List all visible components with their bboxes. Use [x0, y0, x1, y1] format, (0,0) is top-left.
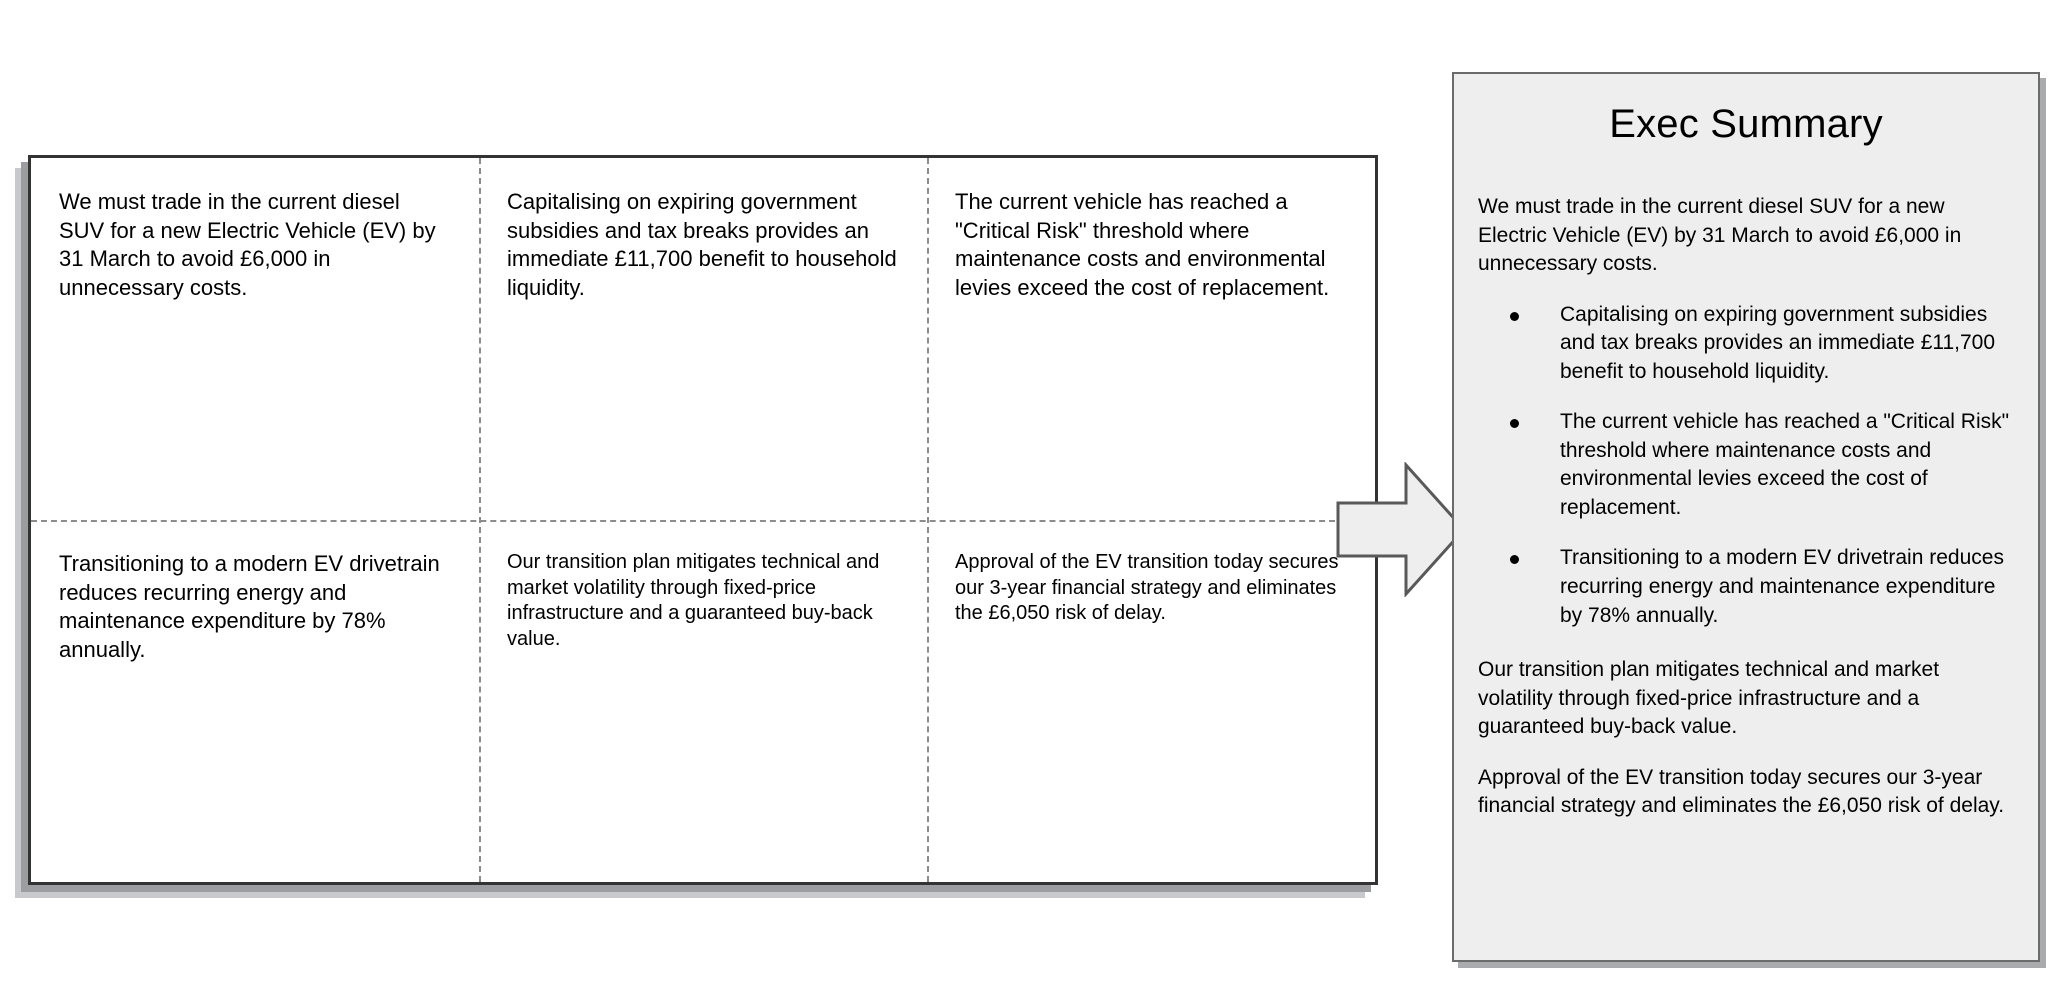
- storyboard-cell-r1c3[interactable]: The current vehicle has reached a "Criti…: [927, 158, 1375, 520]
- storyboard-grid[interactable]: We must trade in the current diesel SUV …: [28, 155, 1378, 885]
- storyboard-grid-stack: We must trade in the current diesel SUV …: [15, 155, 1378, 898]
- storyboard-cell-r1c2[interactable]: Capitalising on expiring government subs…: [479, 158, 927, 520]
- list-item-text: Transitioning to a modern EV drivetrain …: [1560, 546, 2004, 627]
- storyboard-grid-cells: We must trade in the current diesel SUV …: [31, 158, 1375, 882]
- storyboard-cell-r1c1[interactable]: We must trade in the current diesel SUV …: [31, 158, 479, 520]
- storyboard-cell-text: The current vehicle has reached a "Criti…: [955, 189, 1330, 300]
- storyboard-cell-r2c1[interactable]: Transitioning to a modern EV drivetrain …: [31, 520, 479, 882]
- summary-paragraph-2: Approval of the EV transition today secu…: [1478, 765, 2005, 818]
- storyboard-cell-r2c3[interactable]: Approval of the EV transition today secu…: [927, 520, 1375, 882]
- storyboard-cell-text: Transitioning to a modern EV drivetrain …: [59, 551, 440, 662]
- storyboard-cell-r2c2[interactable]: Our transition plan mitigates technical …: [479, 520, 927, 882]
- storyboard-cell-text: Approval of the EV transition today secu…: [955, 551, 1339, 625]
- bullet-dot-icon: [1510, 311, 1519, 321]
- summary-intro-paragraph: We must trade in the current diesel SUV …: [1478, 195, 1962, 276]
- exec-summary-panel[interactable]: Exec Summary We must trade in the curren…: [1452, 72, 2040, 962]
- summary-content: We must trade in the current diesel SUV …: [1454, 147, 2038, 821]
- list-item-text: The current vehicle has reached a "Criti…: [1560, 410, 2010, 519]
- bullet-dot-icon: [1510, 555, 1519, 565]
- list-item[interactable]: The current vehicle has reached a "Criti…: [1478, 408, 2010, 522]
- page-title: Exec Summary: [1609, 102, 1883, 146]
- right-arrow-icon: [1336, 462, 1466, 597]
- list-item[interactable]: Capitalising on expiring government subs…: [1478, 301, 2010, 387]
- summary-bullet-list: Capitalising on expiring government subs…: [1478, 301, 2010, 630]
- list-item[interactable]: Transitioning to a modern EV drivetrain …: [1478, 544, 2010, 630]
- list-item-text: Capitalising on expiring government subs…: [1560, 302, 1996, 383]
- bullet-dot-icon: [1510, 419, 1519, 429]
- flow-arrow: [1336, 462, 1466, 597]
- storyboard-cell-text: We must trade in the current diesel SUV …: [59, 189, 436, 300]
- storyboard-cell-text: Capitalising on expiring government subs…: [507, 189, 897, 300]
- storyboard-cell-text: Our transition plan mitigates technical …: [507, 551, 880, 650]
- summary-paragraph-1: Our transition plan mitigates technical …: [1478, 658, 1940, 739]
